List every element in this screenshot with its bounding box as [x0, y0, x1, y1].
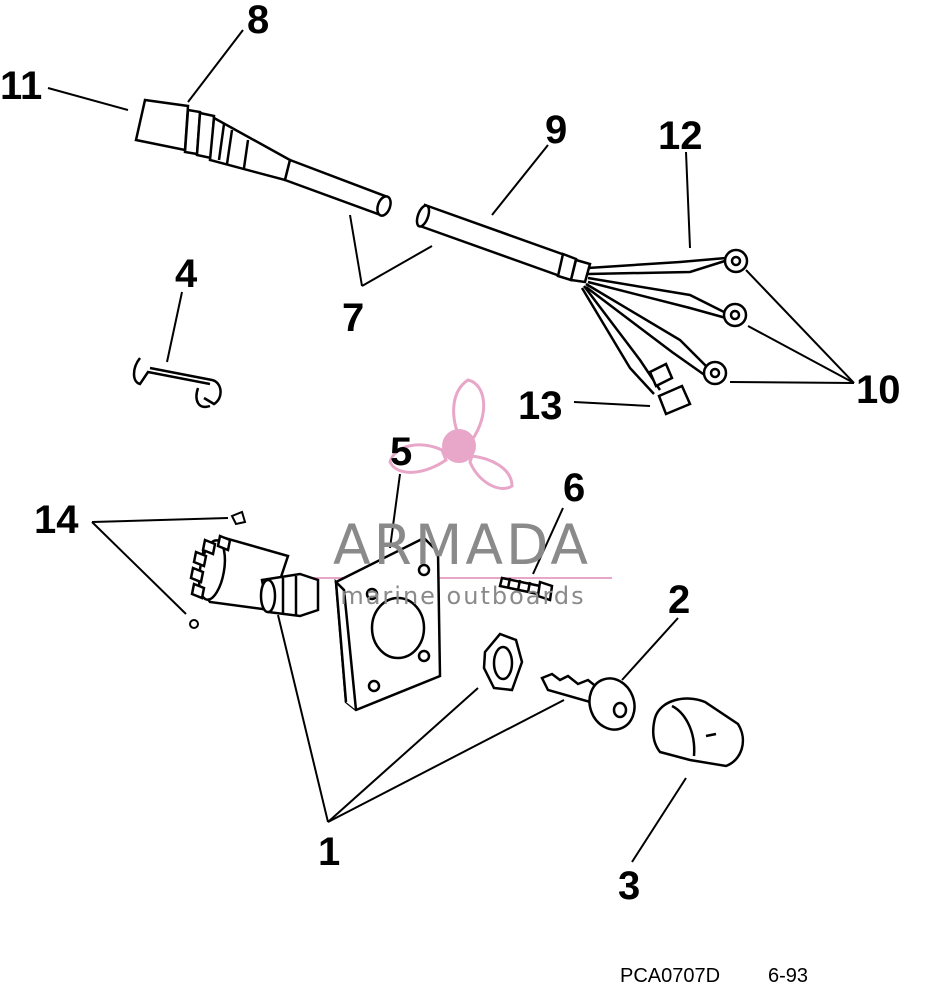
- callout-12: 12: [658, 114, 703, 158]
- detent-balls: [189, 510, 247, 629]
- callout-6: 6: [563, 466, 586, 510]
- connector-plug: [134, 98, 392, 217]
- bullet-terminal: [648, 362, 692, 416]
- callout-14: 14: [34, 498, 79, 542]
- callout-5: 5: [390, 430, 413, 474]
- retaining-clip: [132, 357, 222, 409]
- watermark-subtitle: marine outboards: [340, 582, 586, 610]
- leader-lines: [47, 29, 855, 863]
- callout-2: 2: [668, 578, 691, 622]
- callout-1: 1: [318, 830, 341, 874]
- callout-4: 4: [175, 252, 198, 296]
- drawing-reference: PCA0707D: [620, 965, 721, 987]
- ignition-switch: [189, 534, 320, 618]
- screw: [498, 576, 554, 602]
- callout-10: 10: [856, 368, 901, 412]
- drawing-date: 6-93: [768, 965, 809, 987]
- cable-harness: [415, 203, 592, 284]
- watermark-propeller-icon: [388, 378, 514, 490]
- ignition-key: [540, 672, 636, 731]
- callout-13: 13: [518, 384, 563, 428]
- callout-11: 11: [0, 64, 43, 108]
- hex-nut: [482, 632, 524, 692]
- callout-9: 9: [545, 108, 568, 152]
- callout-3: 3: [618, 864, 641, 908]
- mounting-plate: [334, 536, 442, 712]
- watermark-word: ARMADA: [333, 513, 591, 577]
- ring-terminals: [702, 248, 749, 386]
- switch-boot: [651, 697, 745, 768]
- callout-8: 8: [247, 0, 270, 42]
- callout-7: 7: [342, 296, 365, 340]
